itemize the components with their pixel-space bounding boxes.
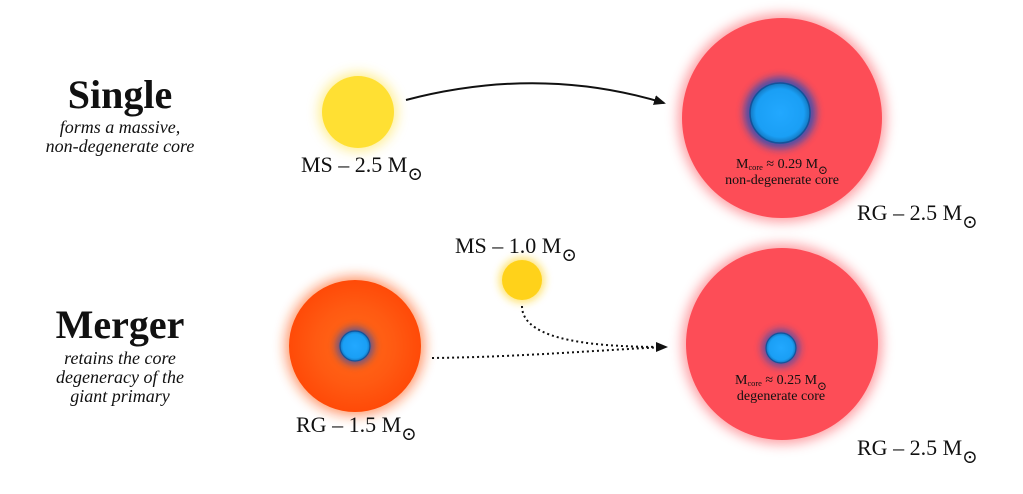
merger-subtitle-line1: retains the core: [64, 348, 176, 368]
merger-rg-primary-core: [339, 330, 371, 362]
merger-rg-result-star: [682, 244, 882, 444]
merger-rg-result-label: RG – 2.5 M⊙: [857, 435, 978, 468]
merger-rg-result-core: [765, 332, 797, 364]
single-rg-label: RG – 2.5 M⊙: [857, 200, 978, 233]
single-subtitle-line1: forms a massive,: [59, 117, 181, 137]
single-ms-star-body: [322, 76, 394, 148]
single-rg-core: [749, 82, 811, 144]
single-arrow: [405, 82, 666, 105]
merger-core-mass: Mcore ≈ 0.25 M⊙: [735, 373, 827, 393]
merger-ms-companion-label: MS – 1.0 M⊙: [455, 233, 578, 266]
single-core-label: Mcore ≈ 0.29 M⊙ non-degenerate core: [682, 157, 882, 189]
merger-subtitle: retains the core degeneracy of the giant…: [0, 349, 240, 406]
merger-arrow-companion: [521, 305, 668, 352]
single-ms-star: [319, 73, 397, 151]
merger-rg-primary-star: [285, 276, 425, 416]
single-rg-star: [678, 14, 886, 222]
single-ms-label: MS – 2.5 M⊙: [301, 152, 424, 185]
single-core-mass: Mcore ≈ 0.29 M⊙: [736, 157, 828, 177]
merger-arrow-primary: [431, 346, 667, 359]
merger-subtitle-line2: degeneracy of the: [56, 367, 184, 387]
single-core-description: non-degenerate core: [725, 173, 839, 188]
merger-subtitle-line3: giant primary: [70, 386, 170, 406]
merger-rg-primary-label: RG – 1.5 M⊙: [296, 412, 417, 445]
merger-ms-companion-star: [499, 257, 545, 303]
single-subtitle-line2: non-degenerate core: [45, 136, 195, 156]
merger-title: Merger: [55, 302, 185, 347]
merger-core-description: degenerate core: [736, 389, 826, 404]
merger-core-label: Mcore ≈ 0.25 M⊙ degenerate core: [681, 373, 881, 405]
single-subtitle: forms a massive, non-degenerate core: [0, 118, 240, 156]
merger-ms-companion-body: [502, 260, 542, 300]
single-title: Single: [67, 72, 173, 117]
